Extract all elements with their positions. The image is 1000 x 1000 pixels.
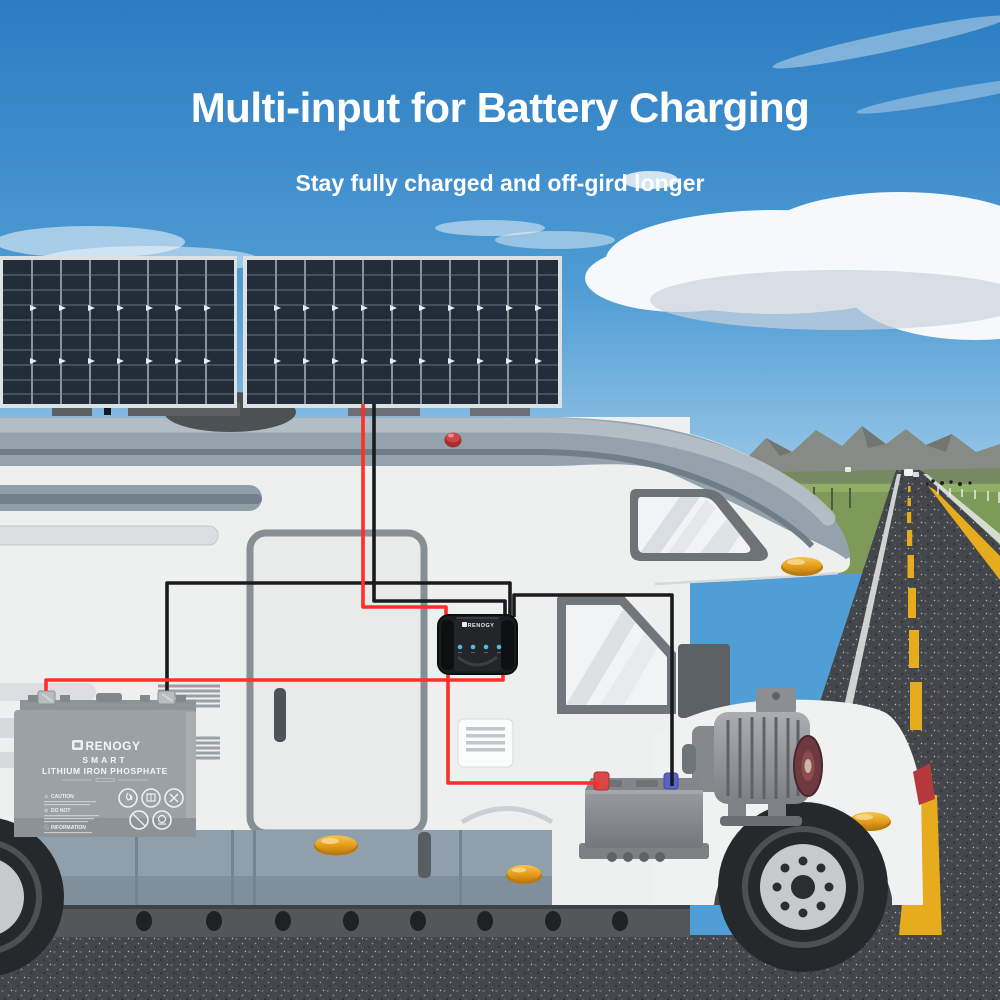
lithium-battery: RENOGY SMART LITHIUM IRON PHOSPHATE ⚠ CA…: [14, 690, 196, 837]
lower-band: [0, 830, 552, 907]
clouds: [0, 15, 1000, 340]
utility-panel: [457, 718, 514, 768]
roof-marker-light: [444, 432, 462, 448]
front-wheel: [718, 802, 888, 972]
renogy-logo-icon: [462, 622, 467, 627]
dcdc-charger: RENOGY: [437, 614, 518, 675]
distant-traffic: [845, 467, 1000, 503]
solar-panel-1: [0, 256, 237, 408]
band-marker-light-1: [314, 835, 358, 856]
battery-do-not-heading: DO NOT: [51, 808, 70, 814]
respirator-icon: [152, 810, 172, 830]
page-subtitle: Stay fully charged and off-gird longer: [295, 170, 705, 196]
wire-lithium-negative: [165, 581, 512, 701]
wheel-arch-trim: [460, 806, 554, 825]
do-not-icon: ⊘: [44, 808, 48, 814]
firewall-panel: [678, 644, 730, 718]
no-disassembly-icon: [129, 810, 149, 830]
starter-battery: [579, 771, 709, 862]
skirt: [0, 905, 690, 937]
over-cab-window: [630, 489, 768, 561]
panel-mount-4: [470, 406, 530, 416]
door-handle: [274, 688, 286, 742]
rear-wheel: [0, 818, 64, 976]
wheel-bolts: [772, 856, 834, 918]
side-trim-bar: [0, 525, 219, 546]
solar-array: [0, 256, 562, 432]
wire-starter-negative: [512, 593, 674, 786]
fence-posts: [937, 487, 1000, 503]
band-handle: [418, 832, 431, 878]
flame-warning-icon: [118, 788, 138, 808]
charger-brand: RENOGY: [468, 623, 495, 629]
battery-terminal-clamp-negative: [157, 690, 176, 705]
information-icon: ⓘ: [44, 824, 49, 831]
wire-solar-positive: [361, 404, 448, 617]
alternator-pulley: [793, 735, 823, 797]
battery-caution-heading: CAUTION: [51, 794, 74, 800]
road-edge-line-right: [923, 474, 1000, 544]
wire-starter-positive: [446, 672, 599, 788]
awning-roller: [0, 485, 262, 511]
busbar-markers: [274, 305, 542, 364]
battery-line-smart: SMART: [82, 755, 127, 765]
charger-led-indicators: [457, 644, 502, 650]
solar-panel-2: [243, 256, 562, 408]
band-marker-light-2: [506, 865, 542, 884]
page-title: Multi-input for Battery Charging: [190, 84, 810, 131]
tools-warning-icon: [164, 788, 184, 808]
wire-solar-negative: [372, 404, 507, 617]
battery-information-heading: INFORMATION: [51, 825, 86, 831]
cattle-dots: [925, 479, 972, 486]
roof-band-accent-stripe: [0, 449, 815, 549]
entry-door: [246, 529, 428, 837]
battery-label: RENOGY SMART LITHIUM IRON PHOSPHATE ⚠ CA…: [42, 739, 184, 834]
battery-terminal-clamp-positive: [37, 690, 56, 705]
panel-mount-3: [348, 406, 420, 416]
front-red-flap: [913, 763, 935, 805]
battery-brand: RENOGY: [85, 739, 140, 753]
wiring: [44, 404, 674, 788]
caution-icon: ⚠: [44, 794, 49, 800]
alternator: [682, 688, 823, 826]
battery-line-chemistry: LITHIUM IRON PHOSPHATE: [42, 766, 168, 776]
cab-window: [557, 596, 676, 714]
busbar-markers: [30, 305, 211, 364]
road-yellow-edge-line: [928, 486, 1000, 580]
manual-book-icon: [141, 788, 161, 808]
nose-marker-light: [781, 557, 823, 576]
